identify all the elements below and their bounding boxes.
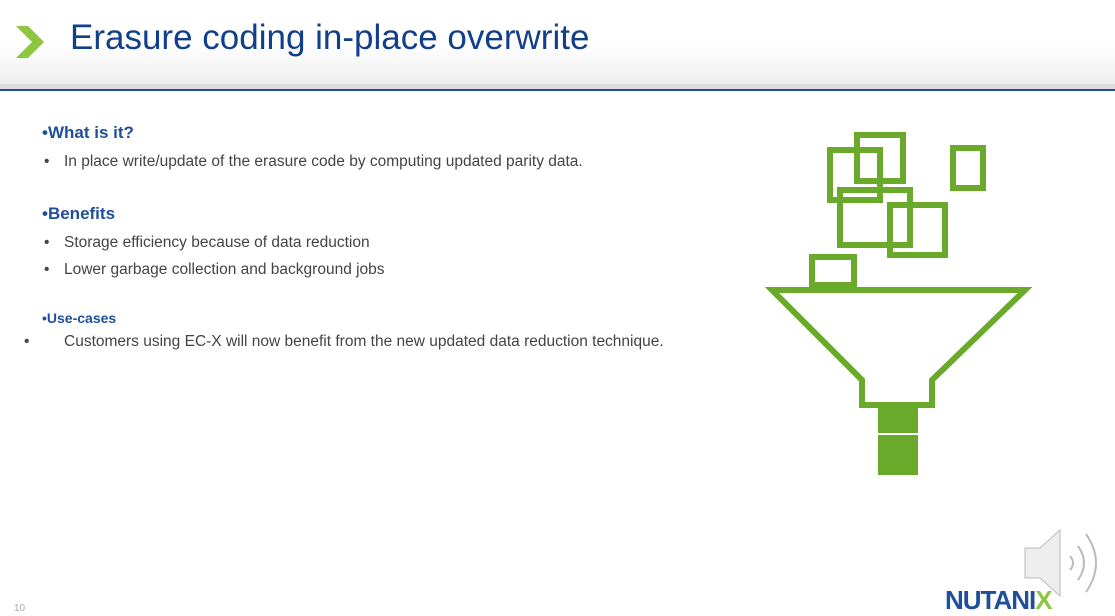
bullet: •Customers using EC-X will now benefit f… bbox=[24, 333, 664, 350]
slide-number: 10 bbox=[14, 603, 26, 614]
header-shadow bbox=[0, 84, 1115, 89]
funnel-illustration bbox=[764, 132, 1033, 475]
header-rule bbox=[0, 89, 1115, 91]
chevron-icon bbox=[16, 26, 44, 58]
bullet: •Lower garbage collection and background… bbox=[44, 261, 385, 278]
bullet: •In place write/update of the erasure co… bbox=[44, 153, 583, 170]
speaker-icon[interactable] bbox=[1020, 528, 1110, 598]
heading-benefits: •Benefits bbox=[42, 204, 116, 223]
nutanix-logo: NUTANIX bbox=[945, 585, 1053, 615]
slide-title: Erasure coding in-place overwrite bbox=[70, 18, 590, 57]
heading-use-cases: •Use-cases bbox=[42, 310, 117, 326]
heading-what: •What is it? bbox=[42, 123, 134, 142]
bullet: •Storage efficiency because of data redu… bbox=[44, 234, 370, 251]
slide-header bbox=[0, 0, 1115, 88]
